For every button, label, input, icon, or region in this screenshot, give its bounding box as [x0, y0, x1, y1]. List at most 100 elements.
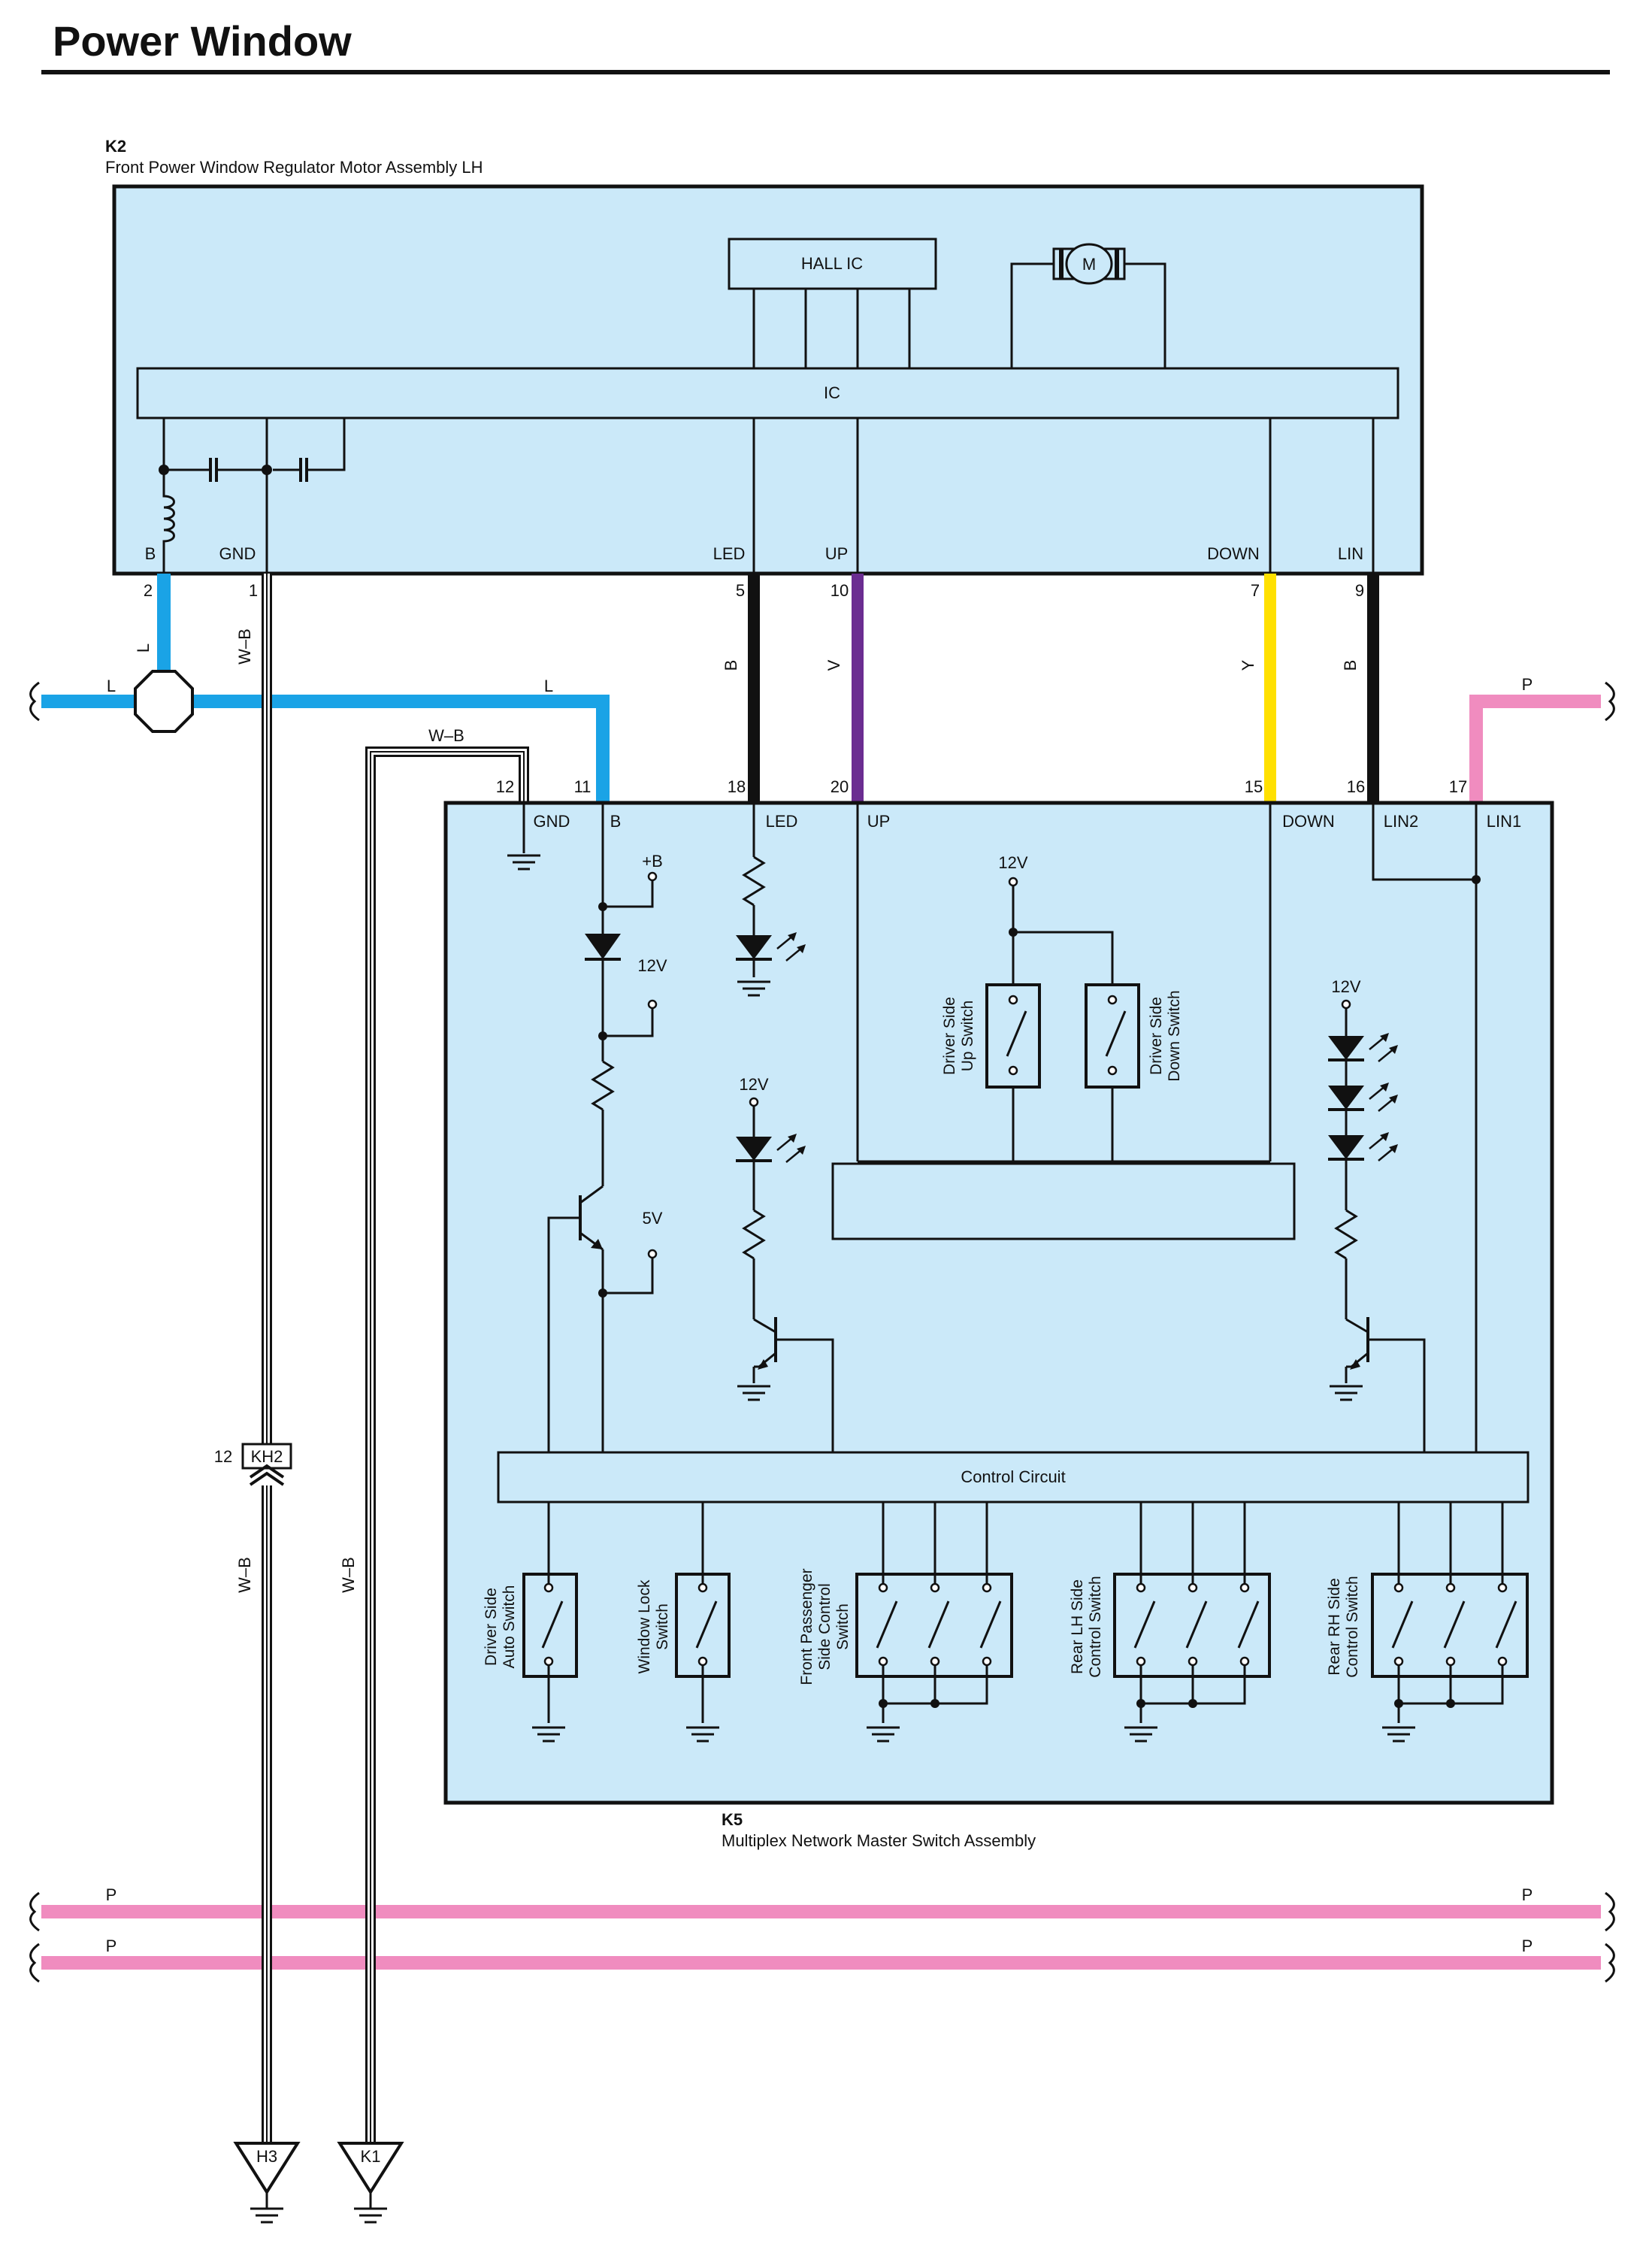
k2-pin-up-num: 10: [831, 581, 849, 600]
k5-pin-lin1-num: 17: [1449, 777, 1467, 796]
k5-led-circuit: [736, 803, 806, 997]
wire-P-label-2-right: P: [1522, 1937, 1533, 1955]
wire-P-label-1-left: P: [106, 1885, 117, 1904]
connector-kh2-id: KH2: [251, 1447, 283, 1466]
supply-12v-driver: 12V: [998, 853, 1027, 872]
k2-pin-b-name: B: [145, 544, 156, 563]
wire-V-label: V: [824, 659, 843, 671]
hall-ic-leads: [752, 289, 911, 368]
k2-motor-assembly-box: [112, 184, 1424, 576]
k5-pin-lin1-name: LIN1: [1487, 812, 1521, 831]
svg-text:Control Switch: Control Switch: [1087, 1576, 1104, 1677]
wire-WB-label-top: W–B: [428, 726, 464, 745]
supply-5v: 5V: [643, 1209, 663, 1228]
k5-indicator-circuit-middle: [736, 1097, 834, 1452]
wire-P-bus-2: [29, 1943, 1615, 1983]
k2-name: Front Power Window Regulator Motor Assem…: [105, 158, 483, 177]
k2-pin-led-name: LED: [713, 544, 746, 563]
wire-P-bus-1: [29, 1891, 1615, 1932]
wire-WB-label-upper: W–B: [235, 628, 254, 665]
svg-text:Auto Switch: Auto Switch: [501, 1585, 518, 1669]
k5-pin-b-num: 11: [574, 777, 592, 796]
wire-P-label-lin1: P: [1522, 675, 1533, 694]
rear-rh-switch-label: Rear RH Side Control Switch: [1326, 1576, 1361, 1677]
motor-symbol: M: [1010, 243, 1166, 368]
svg-text:Driver Side: Driver Side: [1148, 997, 1165, 1075]
wire-B-label-led: B: [722, 660, 740, 671]
page-title: Power Window: [53, 17, 352, 65]
k5-b-input-circuit: [547, 803, 658, 1452]
ground-point-k1: [337, 2142, 404, 2224]
k5-pin-lin2-name: LIN2: [1384, 812, 1418, 831]
svg-text:Down Switch: Down Switch: [1166, 990, 1183, 1081]
front-passenger-switch-label: Front Passenger Side Control Switch: [798, 1568, 852, 1685]
k5-pin-led-name: LED: [766, 812, 798, 831]
k5-id: K5: [722, 1810, 743, 1829]
wire-B-label-lin: B: [1341, 660, 1360, 671]
k2-pin-b-num: 2: [144, 581, 153, 600]
ground-k1-label: K1: [361, 2147, 381, 2166]
k2-pin-gnd-num: 1: [249, 581, 258, 600]
supply-plus-b: +B: [642, 852, 663, 871]
connector-kh2: [241, 1443, 292, 1486]
svg-text:Rear LH Side: Rear LH Side: [1069, 1579, 1086, 1674]
k5-pin-led-num: 18: [728, 777, 746, 796]
connector-kh2-pin: 12: [214, 1447, 232, 1466]
svg-text:Driver Side: Driver Side: [483, 1588, 500, 1666]
k2-pin-led-num: 5: [736, 581, 745, 600]
driver-down-switch-label: Driver Side Down Switch: [1148, 990, 1183, 1081]
wire-Y-label: Y: [1239, 659, 1257, 671]
wire-P-label-1-right: P: [1522, 1885, 1533, 1904]
k5-up-down-circuit: [831, 803, 1296, 1240]
svg-text:Rear RH Side: Rear RH Side: [1326, 1578, 1343, 1676]
wire-L-label-left: L: [107, 677, 116, 695]
supply-12v-right: 12V: [1331, 977, 1360, 996]
k5-pin-up-name: UP: [867, 812, 891, 831]
k2-pin-lin-name: LIN: [1338, 544, 1363, 563]
k5-pin-up-num: 20: [831, 777, 849, 796]
wire-L: [29, 574, 610, 803]
ic-block: [136, 367, 1399, 419]
k5-indicator-circuit-right: [1328, 999, 1426, 1452]
k5-master-switch-box: [443, 801, 1554, 1805]
driver-auto-switch-label: Driver Side Auto Switch: [483, 1585, 518, 1669]
k2-pin-down-num: 7: [1251, 581, 1260, 600]
motor-label: M: [1082, 255, 1096, 274]
ground-h3-label: H3: [256, 2147, 277, 2166]
svg-text:Control Switch: Control Switch: [1344, 1576, 1361, 1677]
wire-WB-k1: [365, 746, 529, 2155]
k2-pin-down-name: DOWN: [1207, 544, 1260, 563]
k5-pin-down-name: DOWN: [1282, 812, 1335, 831]
k5-lin-circuit: [1372, 803, 1481, 1452]
svg-text:Switch: Switch: [834, 1603, 852, 1650]
svg-text:Up Switch: Up Switch: [959, 1001, 976, 1072]
k2-internal-leads: [752, 418, 1375, 574]
control-circuit-label: Control Circuit: [961, 1467, 1065, 1486]
k5-pin-gnd-num: 12: [496, 777, 514, 796]
window-lock-switch: [675, 1502, 731, 1743]
k5-pin-lin2-num: 16: [1347, 777, 1365, 796]
svg-text:Side Control: Side Control: [816, 1583, 834, 1670]
svg-text:Front Passenger: Front Passenger: [798, 1568, 815, 1685]
rear-lh-switch: [1113, 1502, 1271, 1743]
wire-WB-label-k1: W–B: [339, 1557, 358, 1593]
hall-ic-block: [728, 238, 937, 290]
driver-auto-switch: [522, 1502, 578, 1743]
rear-lh-switch-label: Rear LH Side Control Switch: [1069, 1576, 1104, 1677]
wire-P-label-2-left: P: [106, 1937, 117, 1955]
filter-circuit: [159, 418, 346, 574]
control-circuit-block: [497, 1451, 1529, 1504]
k5-pin-b-name: B: [610, 812, 622, 831]
wire-WB-label-lower: W–B: [235, 1557, 254, 1593]
window-lock-switch-label: Window Lock Switch: [636, 1579, 671, 1673]
svg-text:Driver Side: Driver Side: [941, 997, 958, 1075]
front-passenger-switch: [855, 1502, 1013, 1743]
wire-WB-crossings: [262, 1894, 376, 1985]
k2-pin-lin-num: 9: [1355, 581, 1364, 600]
supply-12v-b: 12V: [637, 956, 667, 975]
ic-label: IC: [824, 383, 840, 402]
k5-pin-down-num: 15: [1245, 777, 1263, 796]
rear-rh-switch: [1371, 1502, 1529, 1743]
k2-id: K2: [105, 137, 126, 156]
